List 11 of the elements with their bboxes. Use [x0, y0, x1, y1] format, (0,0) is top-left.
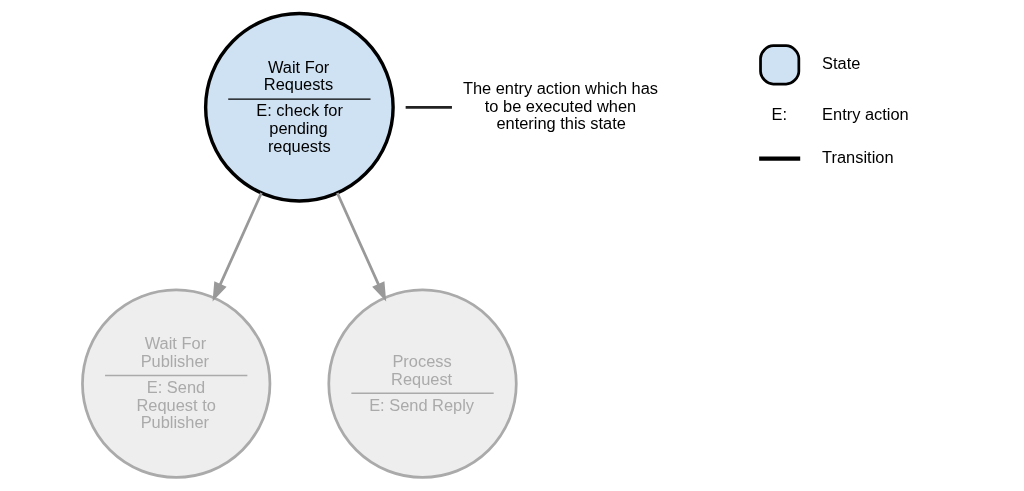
node-circle: Wait For Publisher E: Send Request to Publisher	[80, 288, 271, 479]
arrow	[212, 192, 263, 302]
node-text: The entry action which has to be executed when entering this state	[462, 78, 658, 133]
node-circle: Wait For Requests E: check for pending requests	[203, 11, 395, 203]
legend-label: Entry action	[821, 105, 909, 124]
legend-label: State	[821, 54, 860, 73]
label: E:	[770, 105, 787, 124]
node-circle: Process Request E: Send Reply	[326, 288, 518, 479]
legend-label: Transition	[821, 147, 894, 166]
connector	[405, 105, 452, 109]
arrow	[335, 192, 386, 302]
